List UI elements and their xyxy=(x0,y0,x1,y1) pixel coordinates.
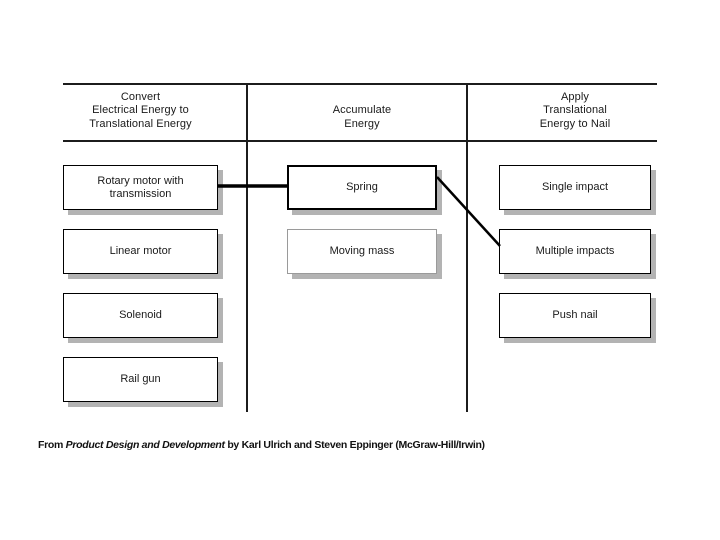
caption-prefix: From xyxy=(38,439,66,451)
header-line: Energy xyxy=(344,117,380,130)
header-line: Apply xyxy=(560,90,590,103)
header-line: Electrical Energy to xyxy=(92,104,189,116)
column-divider-2 xyxy=(466,84,468,412)
table-top-rule xyxy=(63,83,657,85)
option-box-moving-mass: Moving mass xyxy=(287,229,437,274)
option-box-single-impact: Single impact xyxy=(499,165,651,210)
option-label: Rotary motor with transmission xyxy=(97,174,184,200)
option-box-rail-gun: Rail gun xyxy=(63,357,218,402)
option-box-rotary-motor-with-transmission: Rotary motor with transmission xyxy=(63,165,218,210)
header-line: Translational xyxy=(543,104,607,116)
column-header-apply: Apply Translational Energy to Nail xyxy=(499,84,651,131)
option-label: Spring xyxy=(346,181,378,193)
option-label: Rail gun xyxy=(120,373,161,385)
option-label: Single impact xyxy=(541,181,609,193)
header-line: Convert xyxy=(120,90,161,103)
header-line: Accumulate xyxy=(332,104,392,116)
option-label: Solenoid xyxy=(119,309,162,321)
option-box-linear-motor: Linear motor xyxy=(63,229,218,274)
option-label: Moving mass xyxy=(329,245,395,257)
option-label: Linear motor xyxy=(109,245,172,257)
header-line: Energy to Nail xyxy=(539,117,611,130)
option-box-solenoid: Solenoid xyxy=(63,293,218,338)
column-header-accumulate: Accumulate Energy xyxy=(287,84,437,131)
source-caption: From Product Design and Development by K… xyxy=(38,439,678,451)
column-header-convert: Convert Electrical Energy to Translation… xyxy=(63,84,218,131)
caption-book-title: Product Design and Development xyxy=(65,439,225,451)
column-divider-1 xyxy=(246,84,248,412)
option-box-spring: Spring xyxy=(287,165,437,210)
connector-spring-to-multiple-impacts xyxy=(436,176,501,247)
option-label: Multiple impacts xyxy=(535,245,615,257)
option-box-push-nail: Push nail xyxy=(499,293,651,338)
option-label: Push nail xyxy=(552,309,598,321)
header-underline-rule xyxy=(63,140,657,142)
option-box-multiple-impacts: Multiple impacts xyxy=(499,229,651,274)
caption-suffix: by Karl Ulrich and Steven Eppinger (McGr… xyxy=(224,439,485,451)
header-line: Translational Energy xyxy=(89,117,192,130)
